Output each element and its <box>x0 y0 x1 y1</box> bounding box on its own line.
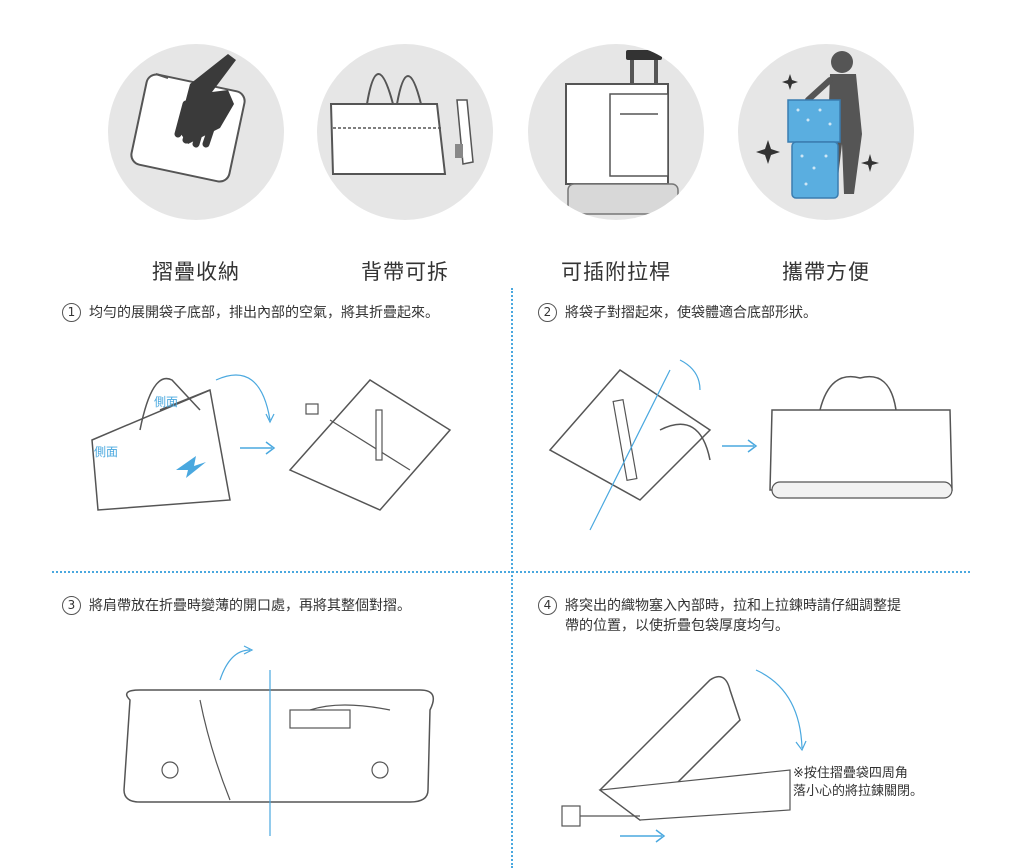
note-line1: ※按住摺疊袋四周角 <box>793 766 908 781</box>
push-arrow-icon <box>176 456 206 478</box>
feature-easy-carry: 攜帶方便 <box>736 44 916 286</box>
step-2-instruction: 2 將袋子對摺起來，使袋體適合底部形狀。 <box>538 303 978 323</box>
side-label-top: 側面 <box>154 395 178 409</box>
person-with-luggage-icon <box>756 51 879 199</box>
feature-fold-storage: 摺疊收納 <box>106 44 286 286</box>
detachable-strap-bag-icon <box>329 73 474 175</box>
note-line2: 落小心的將拉鍊關閉。 <box>793 784 924 799</box>
horizontal-divider <box>52 571 970 573</box>
step-1-illustration: 側面 側面 <box>91 374 452 511</box>
feature-label: 摺疊收納 <box>152 260 240 284</box>
feature-label: 攜帶方便 <box>782 260 870 284</box>
step-text-line1: 將突出的織物塞入內部時，拉和上拉鍊時請仔細調整提 <box>565 598 901 614</box>
step-number: 3 <box>62 596 81 615</box>
step-3-illustration <box>123 645 435 836</box>
step-4-instruction: 4 將突出的織物塞入內部時，拉和上拉鍊時請仔細調整提 帶的位置，以使折疊包袋厚度均… <box>538 596 958 636</box>
step-number: 1 <box>62 303 81 322</box>
vertical-divider <box>511 288 513 868</box>
feature-trolley-handle: 可插附拉桿 <box>526 44 706 286</box>
step-number: 4 <box>538 596 557 615</box>
trolley-handle-bag-icon <box>565 50 679 215</box>
step-number: 2 <box>538 303 557 322</box>
zipper-note: ※按住摺疊袋四周角 落小心的將拉鍊關閉。 <box>793 765 923 801</box>
step-4-illustration <box>561 669 807 843</box>
feature-label: 可插附拉桿 <box>561 260 671 284</box>
step-3-instruction: 3 將肩帶放在折疊時變薄的開口處，再將其整個對摺。 <box>62 596 502 616</box>
curved-arrow-icon <box>215 374 271 421</box>
feature-detachable-strap: 背帶可拆 <box>315 44 495 286</box>
step-text: 均勻的展開袋子底部，排出內部的空氣，將其折疊起來。 <box>89 305 439 321</box>
step-1-instruction: 1 均勻的展開袋子底部，排出內部的空氣，將其折疊起來。 <box>62 303 502 323</box>
step-text-line2: 帶的位置，以使折疊包袋厚度均勻。 <box>565 618 789 634</box>
step-2-illustration <box>548 359 953 531</box>
feature-circle <box>738 44 914 220</box>
step-text: 將袋子對摺起來，使袋體適合底部形狀。 <box>565 305 817 321</box>
side-label-left: 側面 <box>94 445 118 459</box>
feature-circle <box>108 44 284 220</box>
feature-label: 背帶可拆 <box>361 260 449 284</box>
folded-bag-hand-icon <box>130 54 246 183</box>
feature-circle <box>317 44 493 220</box>
step-text: 將肩帶放在折疊時變薄的開口處，再將其整個對摺。 <box>89 598 411 614</box>
feature-circle <box>528 44 704 220</box>
